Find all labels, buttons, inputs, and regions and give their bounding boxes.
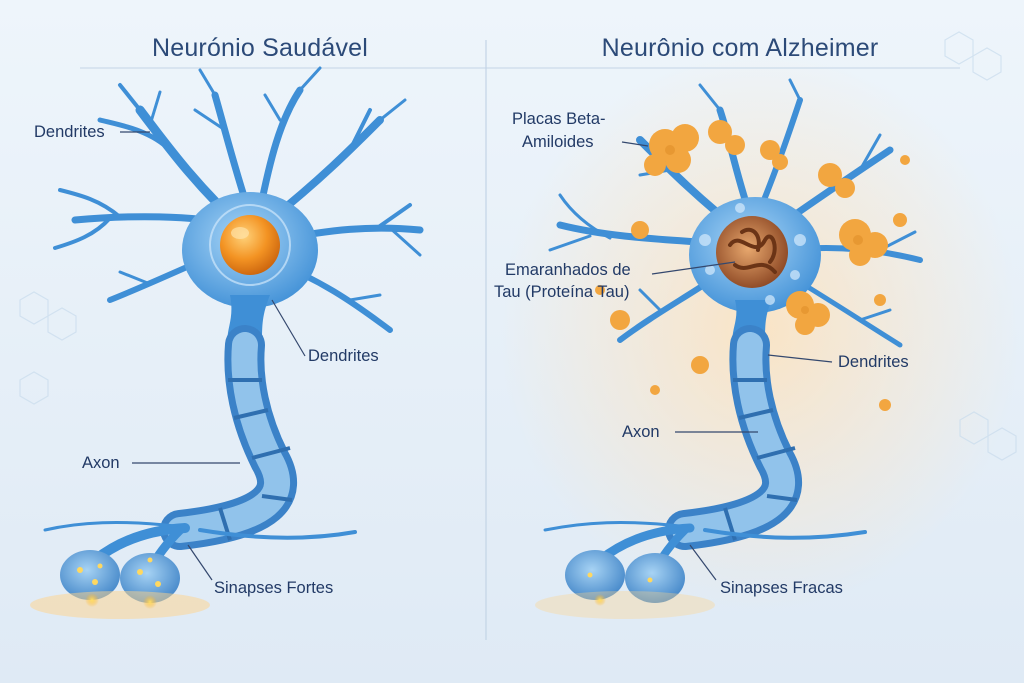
label-plaques-line1: Placas Beta-	[512, 108, 606, 130]
label-alzheimer-axon: Axon	[622, 421, 660, 443]
label-alzheimer-synapses: Sinapses Fracas	[720, 577, 843, 599]
healthy-nucleus	[220, 215, 280, 275]
label-plaques-line2: Amiloides	[522, 131, 594, 153]
label-healthy-dendrites-body: Dendrites	[308, 345, 379, 367]
label-alzheimer-dendrites: Dendrites	[838, 351, 909, 373]
label-healthy-axon: Axon	[82, 452, 120, 474]
alzheimer-panel-title: Neurônio com Alzheimer	[500, 34, 980, 63]
healthy-panel-title: Neurónio Saudável	[20, 34, 500, 63]
tau-tangle-nucleus	[716, 216, 788, 288]
label-tangles-line2: Tau (Proteína Tau)	[494, 281, 629, 303]
label-tangles-line1: Emaranhados de	[505, 259, 631, 281]
label-healthy-synapses: Sinapses Fortes	[214, 577, 333, 599]
nucleus-highlight	[231, 227, 249, 239]
label-healthy-dendrites-top: Dendrites	[34, 121, 105, 143]
